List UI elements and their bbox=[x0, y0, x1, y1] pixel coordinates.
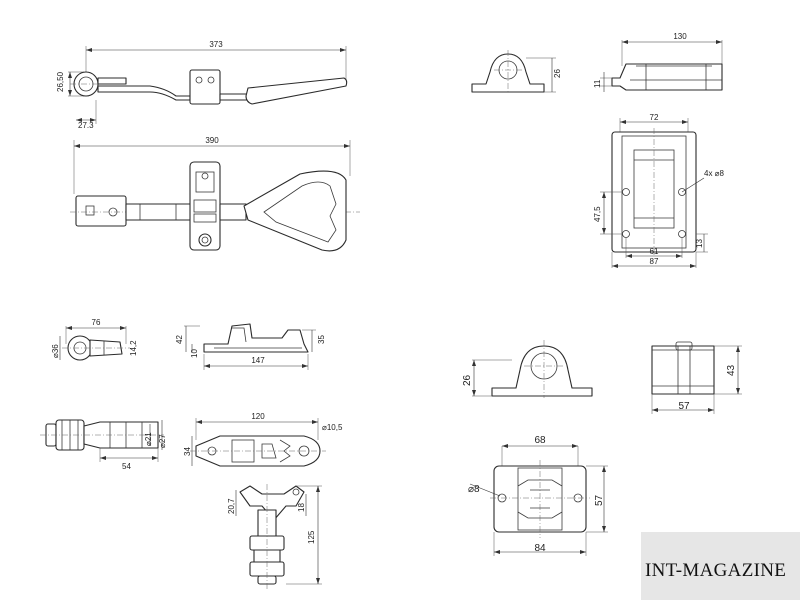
small-bracket-width-label: 72 bbox=[650, 113, 659, 122]
keeper-length-label: 76 bbox=[92, 318, 101, 327]
small-bracket-front-view: 26 bbox=[471, 50, 562, 93]
bolt-hole-label: ⌀10,5 bbox=[322, 423, 343, 432]
large-bracket-overall-label: 84 bbox=[534, 543, 546, 554]
large-bracket-side-height-label: 43 bbox=[726, 364, 737, 376]
small-bracket-side-length-label: 130 bbox=[673, 32, 687, 41]
bolt-front-top-right-label: 18 bbox=[297, 503, 306, 512]
bolt-inner-diameter-label: ⌀21 bbox=[144, 432, 153, 446]
large-bracket-side-view: 43 57 bbox=[651, 341, 742, 414]
latch-length-label: 373 bbox=[209, 40, 223, 49]
keeper-top-length-label: 147 bbox=[251, 356, 265, 365]
keeper-offset-label: 10 bbox=[190, 349, 199, 358]
small-bracket-side-height-label: 11 bbox=[593, 79, 602, 88]
latch-top-view: 390 bbox=[70, 136, 360, 252]
keeper-top-view: 42 10 35 147 bbox=[175, 323, 326, 370]
small-bracket-hole-spacing-label: 47,5 bbox=[593, 206, 602, 222]
latch-top-length-label: 390 bbox=[205, 136, 219, 145]
watermark: INT-MAGAZINE bbox=[641, 532, 800, 600]
latch-height-label: 26,50 bbox=[56, 71, 65, 92]
keeper-right-height-label: 35 bbox=[317, 335, 326, 344]
small-bracket-top-view: 72 4x ⌀8 47,5 13 61 87 bbox=[593, 113, 724, 268]
small-bracket-front-height-label: 26 bbox=[553, 69, 562, 78]
bolt-outer-diameter-label: ⌀27 bbox=[158, 434, 167, 448]
large-bracket-height-label: 57 bbox=[594, 494, 605, 506]
small-bracket-overall-label: 87 bbox=[650, 257, 659, 266]
bolt-front-top-left-label: 20,7 bbox=[227, 498, 236, 514]
bolt-front-height-label: 125 bbox=[307, 530, 316, 544]
large-bracket-hole-label: ⌀8 bbox=[468, 484, 480, 495]
keeper-diameter-label: ⌀36 bbox=[51, 344, 60, 358]
keeper-pin-label: 14,2 bbox=[129, 340, 138, 356]
large-bracket-side-width-label: 57 bbox=[678, 401, 690, 412]
bolt-top-view: 120 ⌀10,5 34 bbox=[183, 412, 343, 467]
bolt-width-label: 34 bbox=[183, 447, 192, 456]
large-bracket-front-height-label: 26 bbox=[462, 374, 473, 386]
small-bracket-side-view: 130 11 bbox=[593, 32, 723, 92]
keeper-left-height-label: 42 bbox=[175, 335, 184, 344]
latch-side-view: 373 26,50 27.3 bbox=[56, 40, 348, 130]
watermark-text: INT-MAGAZINE bbox=[645, 560, 787, 581]
small-bracket-spacing-label: 61 bbox=[650, 247, 659, 256]
bolt-top-length-label: 120 bbox=[251, 412, 265, 421]
bolt-front-view: 20,7 18 125 bbox=[227, 484, 322, 590]
small-bracket-edge-label: 13 bbox=[695, 239, 704, 248]
large-bracket-front-view: 26 bbox=[462, 340, 593, 398]
large-bracket-spacing-label: 68 bbox=[534, 435, 546, 446]
small-bracket-holes-label: 4x ⌀8 bbox=[704, 169, 724, 178]
latch-pivot-label: 27.3 bbox=[78, 121, 94, 130]
bolt-length-label: 54 bbox=[122, 462, 131, 471]
bolt-side-view: 54 ⌀21 ⌀27 bbox=[40, 419, 167, 471]
keeper-side-view: 76 ⌀36 14,2 bbox=[51, 318, 138, 361]
large-bracket-top-view: 68 ⌀8 57 84 bbox=[468, 435, 608, 556]
